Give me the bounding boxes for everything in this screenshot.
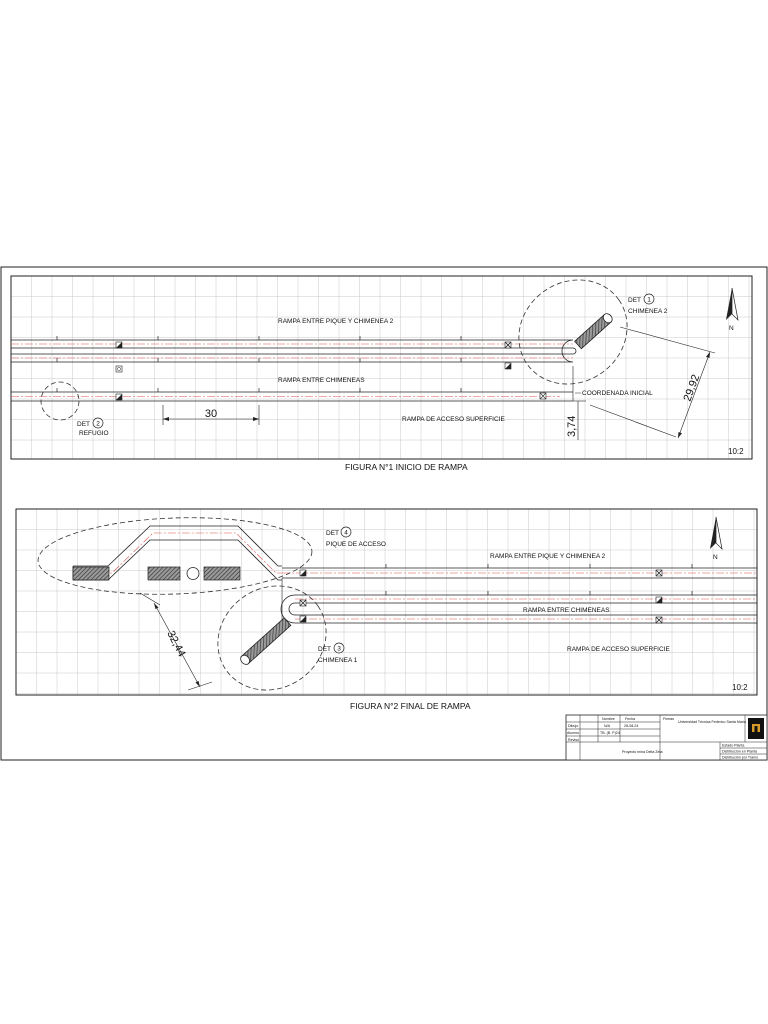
- det-1-callout: DET 1 CHIMENEA 2: [628, 293, 668, 315]
- det-4-number: 4: [344, 530, 348, 537]
- det-1-ellipse: [518, 279, 628, 385]
- tb-alumno-value: TB. (B. P)24: [600, 731, 620, 735]
- tb-sheet-2: Distribución en Planta: [722, 750, 757, 754]
- dimension-32-44-value: 32,44: [164, 629, 187, 659]
- det-2-name: REFUGIO: [79, 430, 109, 437]
- ramp-loop-inner: [288, 602, 757, 616]
- ventilation-symbol: [655, 616, 663, 624]
- ramp-loop-inner: [11, 347, 577, 355]
- hatched-block: [147, 566, 181, 581]
- det-2-callout: DET 2 REFUGIO: [77, 417, 109, 437]
- tb-dibujo-fecha: 28-08-24: [624, 724, 638, 728]
- figure-2-symbols: [299, 569, 663, 624]
- figure-1-symbols: [115, 341, 547, 401]
- dimension-3-74-value: 3,74: [566, 416, 578, 437]
- ventilation-symbol: [299, 615, 307, 623]
- det-3-ellipse: [217, 585, 327, 691]
- north-label: N: [713, 554, 718, 561]
- det-4-ellipse: [37, 517, 313, 595]
- figure-1-scale: 10:2: [728, 447, 744, 456]
- valve-symbol: [539, 392, 547, 400]
- dimension-3-74: [573, 400, 586, 440]
- ramp-loop-chimenea-2: [11, 339, 574, 363]
- figure-2: DET 4 PIQUE DE ACCESO DET 3 CHIMENEA 1 R…: [15, 508, 758, 711]
- figure-1: DET 1 CHIMENEA 2 DET 2 REFUGIO RAMPA ENT…: [10, 275, 753, 472]
- ventilation-symbol: [655, 569, 663, 577]
- figure-1-axis-lines: [11, 343, 573, 397]
- det-3-name: CHIMENEA 1: [318, 657, 358, 664]
- north-arrow-icon: N: [710, 516, 723, 561]
- det-4-name: PIQUE DE ACCESO: [326, 541, 386, 548]
- hatched-block: [203, 566, 241, 581]
- north-label: N: [729, 325, 734, 332]
- title-block: Nombre Fecha Firmas Dibujo N/A 28-08-24 …: [565, 714, 768, 761]
- tb-sheet-1: Estado Planta: [722, 744, 744, 748]
- tb-row-reviso: Revisó: [568, 738, 579, 742]
- label-coordenada-inicial: COORDENADA INICIAL: [582, 390, 653, 397]
- figure-2-caption: FIGURA N°2 FINAL DE RAMPA: [350, 701, 471, 711]
- pique-axis: [100, 532, 282, 574]
- ventilation-symbol: [115, 341, 123, 349]
- university-logo: [748, 718, 764, 739]
- valve-symbol: [115, 365, 123, 373]
- ventilation-symbol: [504, 341, 512, 349]
- figure-2-station-ticks: [385, 564, 693, 595]
- det-2-prefix: DET: [77, 421, 90, 428]
- tb-row-dibujo: Dibujo: [568, 724, 578, 728]
- det-4-prefix: DET: [326, 530, 339, 537]
- label-rampa-pique-chimenea-2: RAMPA ENTRE PIQUE Y CHIMENEA 2: [490, 553, 606, 560]
- det-1-name: CHIMENEA 2: [628, 308, 668, 315]
- det-4-callout: DET 4 PIQUE DE ACCESO: [326, 526, 386, 548]
- ventilation-symbol: [504, 362, 512, 370]
- figure-1-caption: FIGURA N°1 INICIO DE RAMPA: [345, 462, 468, 472]
- ventilation-symbol: [299, 599, 307, 607]
- label-rampa-chimeneas: RAMPA ENTRE CHIMENEAS: [278, 377, 365, 384]
- tb-header-fecha: Fecha: [625, 717, 635, 721]
- figure-1-grid: [11, 276, 752, 459]
- ventilation-symbol: [299, 569, 307, 577]
- det-2-circle: [40, 381, 80, 421]
- tb-row-alumno: Alumno: [567, 731, 579, 735]
- dimension-29-92-value: 29,92: [682, 373, 703, 403]
- det-1-number: 1: [647, 297, 651, 304]
- hatched-block: [72, 566, 110, 581]
- ventilation-symbol: [655, 596, 663, 604]
- tb-project: Proyecto mina Delta Zeta: [622, 750, 663, 754]
- dimension-30: [162, 405, 260, 425]
- ramp-loop-chimenea-1: [280, 594, 757, 624]
- tb-university: Universidad Técnica Federico Santa María: [678, 720, 746, 724]
- tb-dibujo-nombre: N/A: [604, 724, 611, 728]
- dimension-30-value: 30: [205, 408, 217, 420]
- tb-sheet-3: Distribución por Tramo: [722, 756, 758, 760]
- chimenea-2-shaft: [574, 313, 613, 350]
- figure-1-frame: [10, 275, 753, 460]
- chimenea-1-shaft: [240, 617, 292, 665]
- label-rampa-chimeneas: RAMPA ENTRE CHIMENEAS: [523, 607, 610, 614]
- label-rampa-pique-chimenea-2: RAMPA ENTRE PIQUE Y CHIMENEA 2: [278, 318, 394, 325]
- figure-2-axis-lines: [282, 572, 757, 620]
- figure-1-tunnels: [11, 339, 577, 402]
- tb-header-nombre: Nombre: [602, 717, 615, 721]
- det-3-callout: DET 3 CHIMENEA 1: [318, 642, 358, 664]
- shaft-circle: [186, 567, 200, 580]
- det-3-number: 3: [337, 646, 341, 653]
- det-2-number: 2: [96, 421, 100, 428]
- sheet-border: [0, 266, 768, 761]
- figure-2-frame: [15, 508, 758, 696]
- figure-1-station-ticks: [56, 336, 462, 392]
- dimension-29-92: [589, 326, 716, 439]
- dimension-32-44: [139, 592, 213, 691]
- det-1-prefix: DET: [628, 297, 641, 304]
- det-3-prefix: DET: [318, 646, 331, 653]
- north-arrow-icon: N: [726, 287, 739, 332]
- tb-header-firmas: Firmas: [663, 717, 674, 721]
- label-rampa-acceso: RAMPA DE ACCESO SUPERFICIE: [567, 646, 670, 653]
- figure-2-tunnels: [280, 567, 757, 624]
- ventilation-symbol: [115, 393, 123, 401]
- figure-2-grid: [16, 509, 757, 695]
- figure-2-scale: 10:2: [732, 683, 748, 692]
- label-rampa-acceso: RAMPA DE ACCESO SUPERFICIE: [402, 416, 505, 423]
